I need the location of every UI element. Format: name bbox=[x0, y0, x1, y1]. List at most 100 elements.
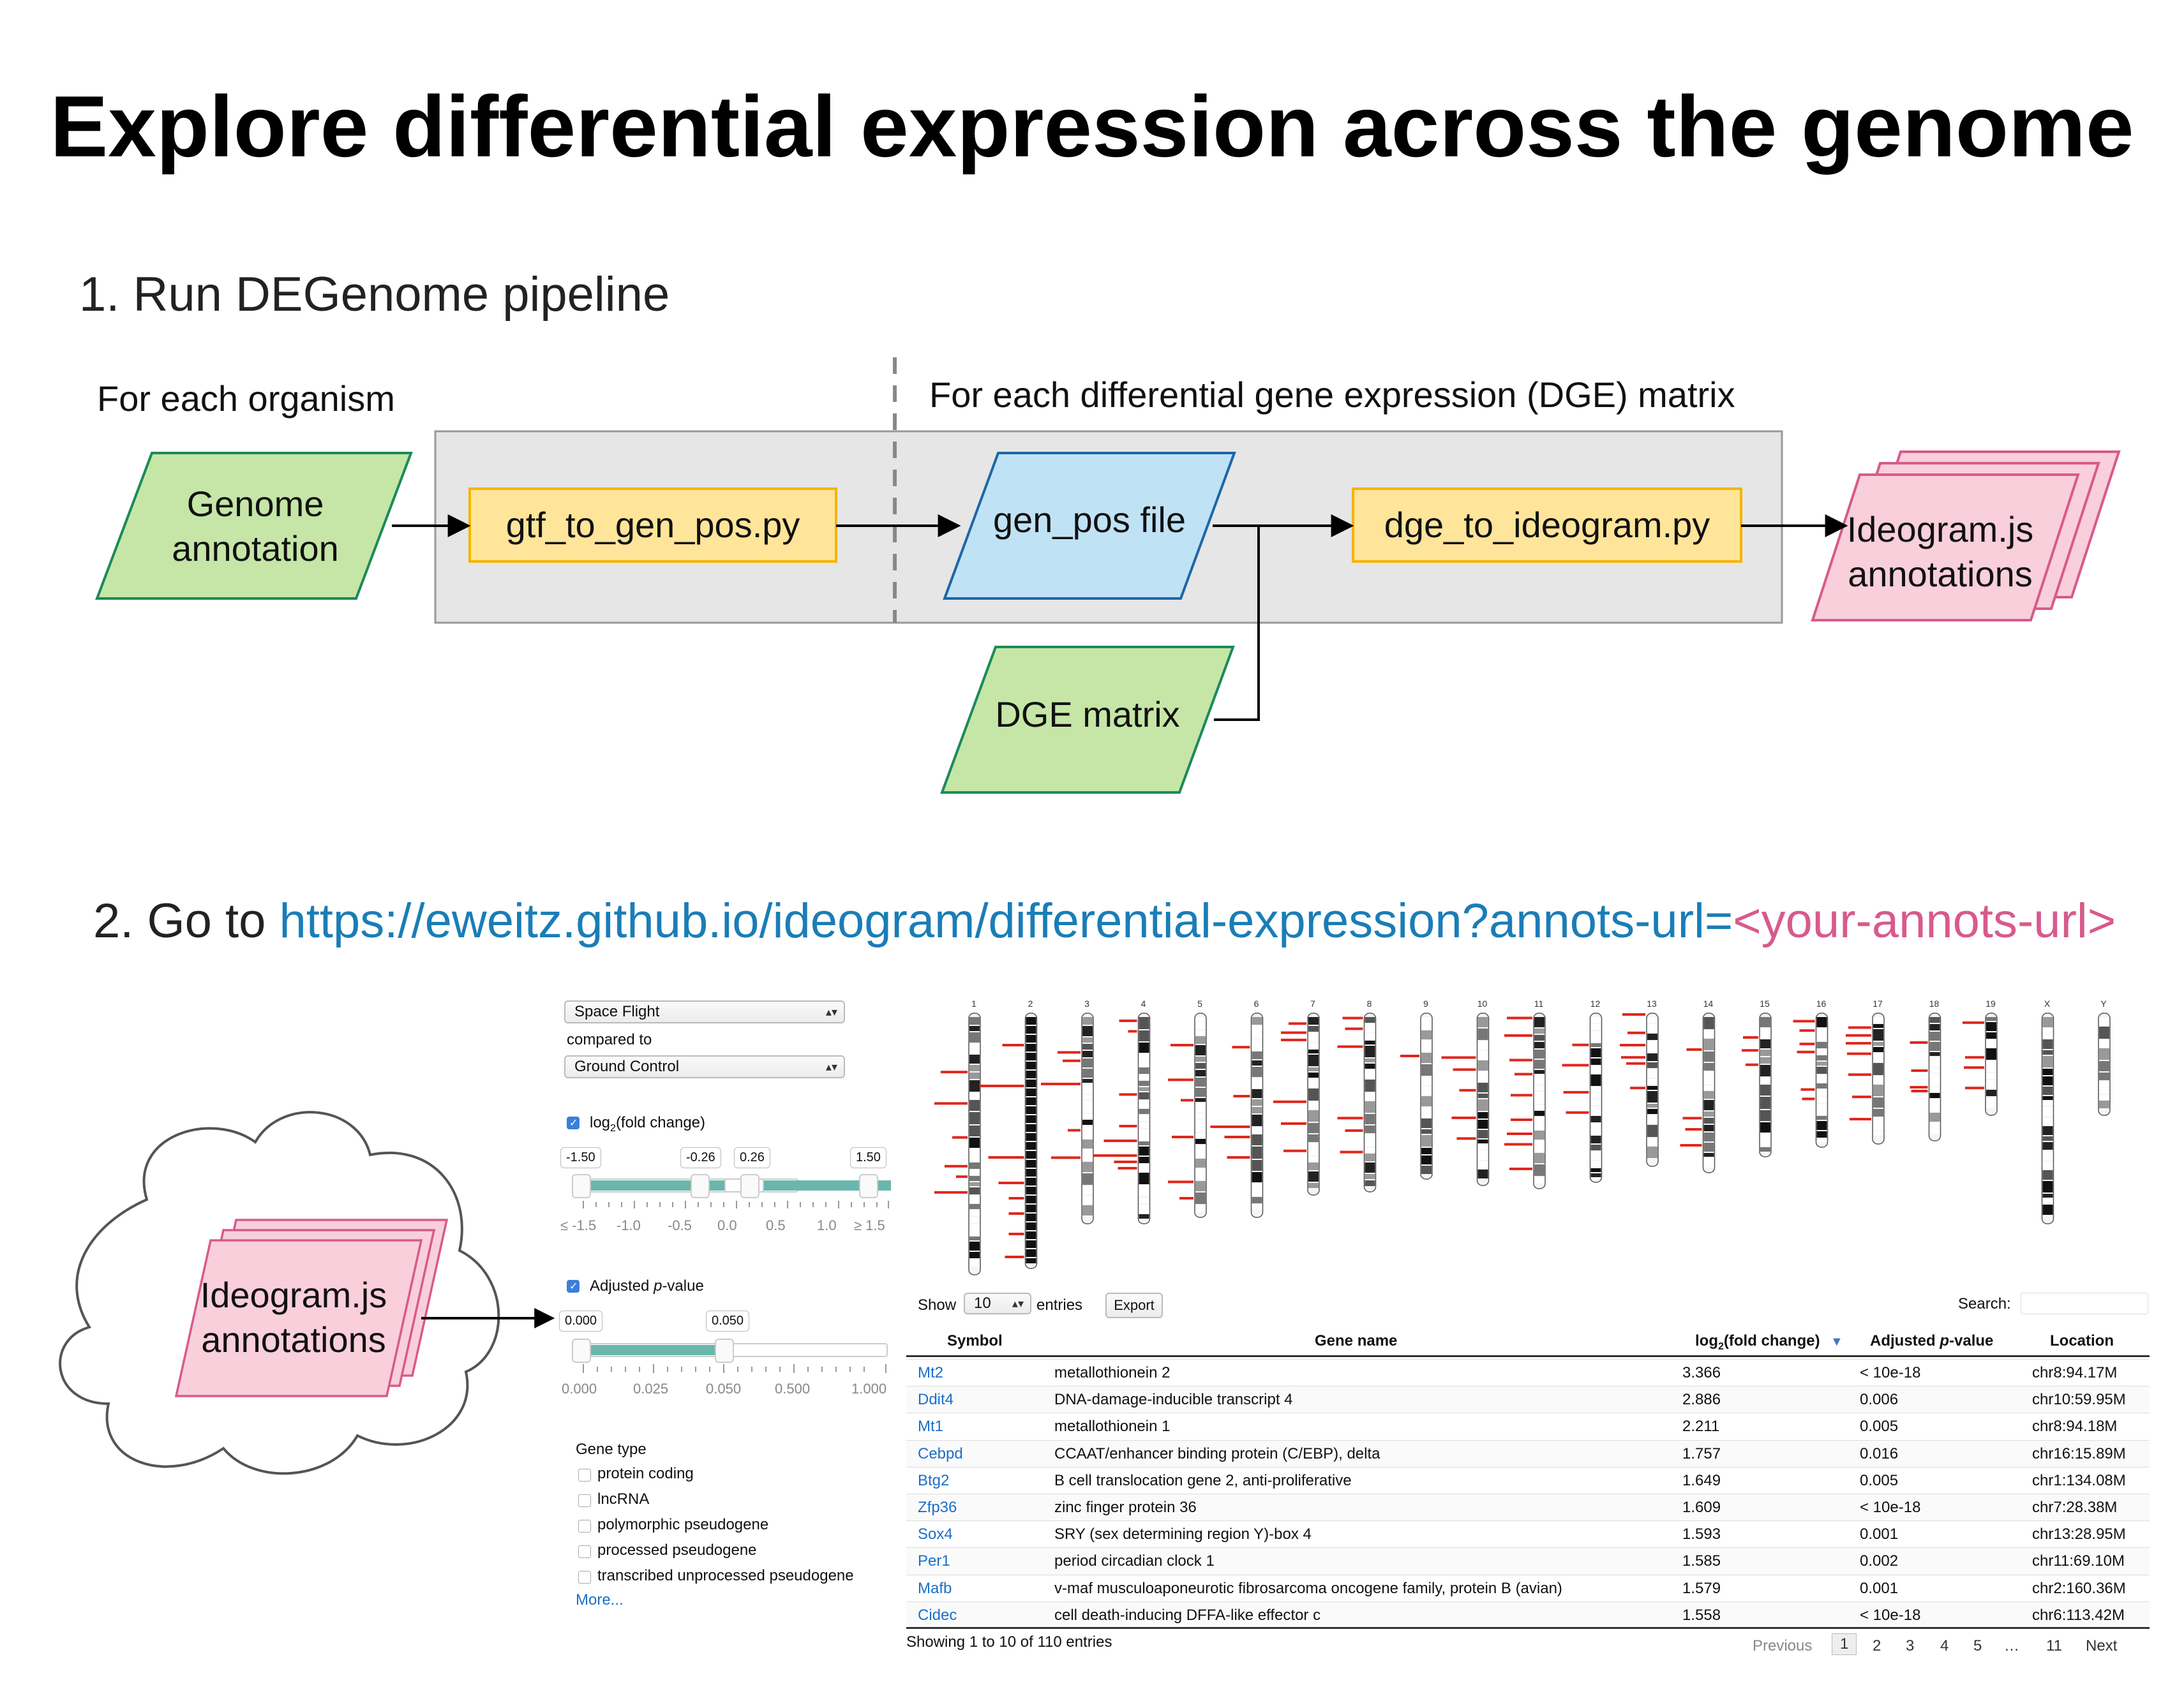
pvalue-checkbox[interactable] bbox=[567, 1280, 580, 1293]
search-input[interactable] bbox=[2021, 1293, 2148, 1314]
chromosome-band bbox=[1082, 1186, 1093, 1194]
expression-annotation bbox=[1852, 1096, 1871, 1099]
expression-annotation bbox=[1459, 1088, 1476, 1092]
chromosome-band bbox=[1082, 1026, 1093, 1036]
chromosome-16[interactable]: 16 bbox=[1793, 999, 1829, 1148]
export-button[interactable]: Export bbox=[1105, 1293, 1163, 1318]
expression-annotation bbox=[1063, 1059, 1081, 1062]
gene-type-checkbox[interactable] bbox=[578, 1494, 591, 1507]
table-row bbox=[906, 1386, 2150, 1414]
fold-high-handle[interactable] bbox=[740, 1174, 759, 1198]
chromosome-band bbox=[1195, 1030, 1206, 1035]
cell-symbol[interactable]: Sox4 bbox=[918, 1526, 953, 1543]
chromosome-Y[interactable]: Y bbox=[2098, 999, 2111, 1116]
chromosome-4[interactable]: 4 bbox=[1093, 999, 1151, 1224]
chromosome-band bbox=[1873, 1109, 1883, 1117]
chromosome-7[interactable]: 7 bbox=[1273, 999, 1320, 1196]
pagination-page[interactable]: 3 bbox=[1906, 1637, 1915, 1654]
gene-type-checkbox[interactable] bbox=[578, 1520, 591, 1533]
chromosome-18[interactable]: 18 bbox=[1910, 999, 1941, 1141]
chromosome-X[interactable]: X bbox=[2041, 999, 2054, 1224]
fold-low-handle[interactable] bbox=[691, 1174, 710, 1198]
col-header-gene-name[interactable]: Gene name bbox=[1315, 1332, 1398, 1349]
chromosome-band bbox=[1026, 1133, 1036, 1141]
gene-type-checkbox[interactable] bbox=[578, 1571, 591, 1584]
chromosome-band bbox=[1816, 1029, 1827, 1041]
pvalue-min-handle[interactable] bbox=[572, 1339, 591, 1363]
chromosome-6[interactable]: 6 bbox=[1210, 999, 1264, 1218]
gene-type-checkbox[interactable] bbox=[578, 1545, 591, 1558]
pvalue-slider[interactable] bbox=[562, 1336, 894, 1374]
chromosome-band bbox=[1082, 1126, 1093, 1138]
chromosome-band bbox=[1816, 1050, 1827, 1054]
chromosome-8[interactable]: 8 bbox=[1337, 999, 1377, 1192]
chromosome-1[interactable]: 1 bbox=[934, 999, 981, 1275]
cell-location: chr10:59.95M bbox=[2032, 1391, 2126, 1409]
chromosome-13[interactable]: 13 bbox=[1620, 999, 1659, 1167]
pagination-next[interactable]: Next bbox=[2086, 1637, 2118, 1654]
chromosome-band bbox=[1026, 1240, 1036, 1248]
expression-annotation bbox=[1850, 1118, 1871, 1120]
chromosome-label: 3 bbox=[1084, 999, 1089, 1009]
chromosome-band bbox=[969, 1170, 980, 1175]
pagination-page[interactable]: … bbox=[2004, 1637, 2019, 1654]
cell-symbol[interactable]: Cidec bbox=[918, 1606, 957, 1624]
pagination-page[interactable]: 4 bbox=[1940, 1637, 1949, 1654]
chromosome-10[interactable]: 10 bbox=[1441, 999, 1490, 1186]
chromosome-3[interactable]: 3 bbox=[1041, 999, 1094, 1224]
pagination-previous[interactable]: Previous bbox=[1753, 1637, 1813, 1654]
chromosome-band bbox=[1703, 1017, 1714, 1029]
chromosome-14[interactable]: 14 bbox=[1680, 999, 1716, 1173]
condition-a-select[interactable]: Space Flight▴▾ bbox=[564, 1000, 845, 1023]
pagination-page[interactable]: 1 bbox=[1832, 1633, 1857, 1655]
col-header-pvalue[interactable]: Adjusted p-value bbox=[1870, 1332, 1994, 1349]
col-header-symbol[interactable]: Symbol bbox=[947, 1332, 1003, 1349]
gene-type-checkbox[interactable] bbox=[578, 1469, 591, 1482]
chromosome-band bbox=[1534, 1177, 1545, 1184]
cell-fold-change: 1.593 bbox=[1682, 1526, 1721, 1543]
fold-change-slider[interactable] bbox=[562, 1171, 894, 1210]
cell-symbol[interactable]: Per1 bbox=[918, 1552, 950, 1570]
pvalue-max-handle[interactable] bbox=[715, 1339, 734, 1363]
chromosome-2[interactable]: 2 bbox=[979, 999, 1038, 1269]
cell-symbol[interactable]: Zfp36 bbox=[918, 1499, 957, 1516]
chromosome-label: 13 bbox=[1647, 999, 1657, 1009]
fold-min-handle[interactable] bbox=[572, 1174, 591, 1198]
cell-symbol[interactable]: Mafb bbox=[918, 1579, 952, 1597]
ideogram-url-link[interactable]: https://eweitz.github.io/ideogram/differ… bbox=[279, 894, 1733, 948]
chromosome-12[interactable]: 12 bbox=[1562, 999, 1603, 1183]
cell-symbol[interactable]: Mt1 bbox=[918, 1418, 944, 1436]
expression-annotation bbox=[1058, 1051, 1081, 1054]
page-size-select[interactable]: 10▴▾ bbox=[964, 1293, 1031, 1314]
chromosome-11[interactable]: 11 bbox=[1504, 999, 1546, 1189]
chromosome-5[interactable]: 5 bbox=[1168, 999, 1207, 1218]
cell-symbol[interactable]: Cebpd bbox=[918, 1445, 963, 1462]
chromosome-band bbox=[1534, 1070, 1545, 1074]
cell-symbol[interactable]: Mt2 bbox=[918, 1364, 944, 1381]
chromosome-band bbox=[1421, 1129, 1432, 1134]
pagination-page[interactable]: 11 bbox=[2046, 1637, 2062, 1654]
col-header-location[interactable]: Location bbox=[2050, 1332, 2114, 1349]
expression-annotation bbox=[1441, 1056, 1476, 1059]
more-gene-types-link[interactable]: More... bbox=[576, 1591, 624, 1609]
chromosome-band bbox=[1929, 1052, 1940, 1056]
chromosome-band bbox=[1139, 1030, 1149, 1041]
pagination-page[interactable]: 2 bbox=[1873, 1637, 1881, 1654]
condition-b-select[interactable]: Ground Control▴▾ bbox=[564, 1055, 845, 1078]
chromosome-band bbox=[2099, 1017, 2109, 1025]
pagination-page[interactable]: 5 bbox=[1973, 1637, 1982, 1654]
fold-max-handle[interactable] bbox=[859, 1174, 878, 1198]
chromosome-15[interactable]: 15 bbox=[1742, 999, 1772, 1157]
chromosome-9[interactable]: 9 bbox=[1400, 999, 1433, 1180]
chromosome-band bbox=[969, 1182, 980, 1186]
pvalue-tick-label: 0.500 bbox=[775, 1381, 811, 1397]
fold-change-checkbox[interactable] bbox=[567, 1117, 580, 1129]
cell-symbol[interactable]: Btg2 bbox=[918, 1471, 950, 1489]
chromosome-19[interactable]: 19 bbox=[1963, 999, 1998, 1116]
expression-annotation bbox=[1128, 1030, 1137, 1033]
col-header-fold-change[interactable]: log2(fold change) bbox=[1695, 1332, 1820, 1352]
cell-gene-name: B cell translocation gene 2, anti-prolif… bbox=[1054, 1471, 1352, 1489]
expression-annotation bbox=[1068, 1129, 1081, 1132]
cell-symbol[interactable]: Ddit4 bbox=[918, 1391, 954, 1409]
chromosome-17[interactable]: 17 bbox=[1846, 999, 1885, 1145]
